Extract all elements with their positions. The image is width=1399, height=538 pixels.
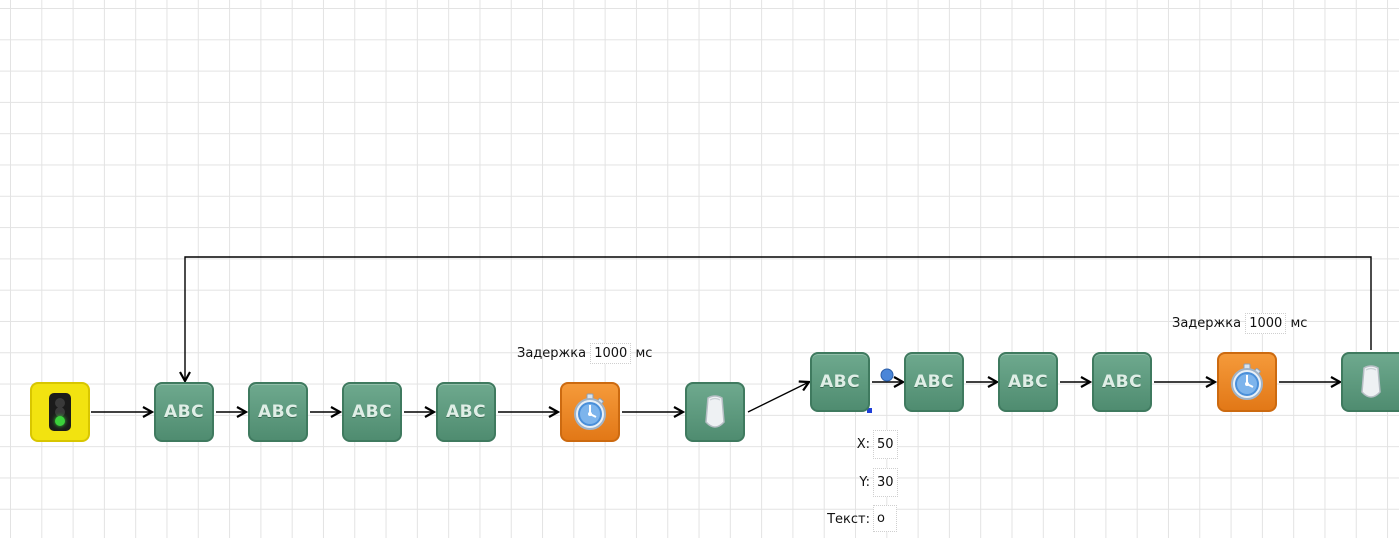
mouse-icon — [705, 395, 725, 428]
delay-1-prefix: Задержка — [517, 346, 587, 361]
text-block-6[interactable]: ABC — [904, 352, 964, 412]
text-block-8[interactable]: ABC — [1092, 352, 1152, 412]
stopwatch-icon — [574, 393, 606, 430]
x-field-label: X: — [856, 437, 870, 452]
text-block-2[interactable]: ABC — [248, 382, 308, 442]
abc-label: ABC — [351, 402, 393, 422]
text-block-1[interactable]: ABC — [154, 382, 214, 442]
abc-label: ABC — [913, 372, 955, 392]
delay-1-value[interactable]: 1000 — [590, 343, 632, 364]
delay-2-unit: мс — [1290, 316, 1308, 331]
delay-2-label: Задержка 1000 мс — [1172, 313, 1307, 334]
text-field-label: Текст: — [827, 512, 870, 527]
delay-block-1[interactable] — [560, 382, 620, 442]
delay-1-unit: мс — [635, 346, 653, 361]
mouse-block-1[interactable] — [685, 382, 745, 442]
traffic-light-icon — [49, 393, 71, 431]
y-field-input[interactable]: 30 — [873, 468, 898, 497]
wire-loop-back — [185, 256, 1372, 381]
text-block-3[interactable]: ABC — [342, 382, 402, 442]
delay-2-value[interactable]: 1000 — [1245, 313, 1287, 334]
wire-mouse1-to-abc5 — [747, 382, 809, 413]
delay-1-label: Задержка 1000 мс — [517, 343, 652, 364]
y-field-label: Y: — [859, 475, 870, 490]
stopwatch-icon — [1231, 363, 1263, 400]
delay-block-2[interactable] — [1217, 352, 1277, 412]
abc-label: ABC — [1007, 372, 1049, 392]
start-block[interactable] — [30, 382, 90, 442]
abc-label: ABC — [163, 402, 205, 422]
text-block-5[interactable]: ABC — [810, 352, 870, 412]
text-field-input[interactable]: o — [873, 505, 897, 532]
x-field-input[interactable]: 50 — [873, 430, 898, 459]
delay-2-prefix: Задержка — [1172, 316, 1242, 331]
abc-label: ABC — [257, 402, 299, 422]
text-block-4[interactable]: ABC — [436, 382, 496, 442]
abc-label: ABC — [819, 372, 861, 392]
text-block-7[interactable]: ABC — [998, 352, 1058, 412]
mouse-icon — [1361, 365, 1381, 398]
abc-label: ABC — [1101, 372, 1143, 392]
abc-label: ABC — [445, 402, 487, 422]
connection-handle — [880, 368, 894, 382]
mouse-block-2[interactable] — [1341, 352, 1399, 412]
selection-marker — [867, 408, 872, 413]
